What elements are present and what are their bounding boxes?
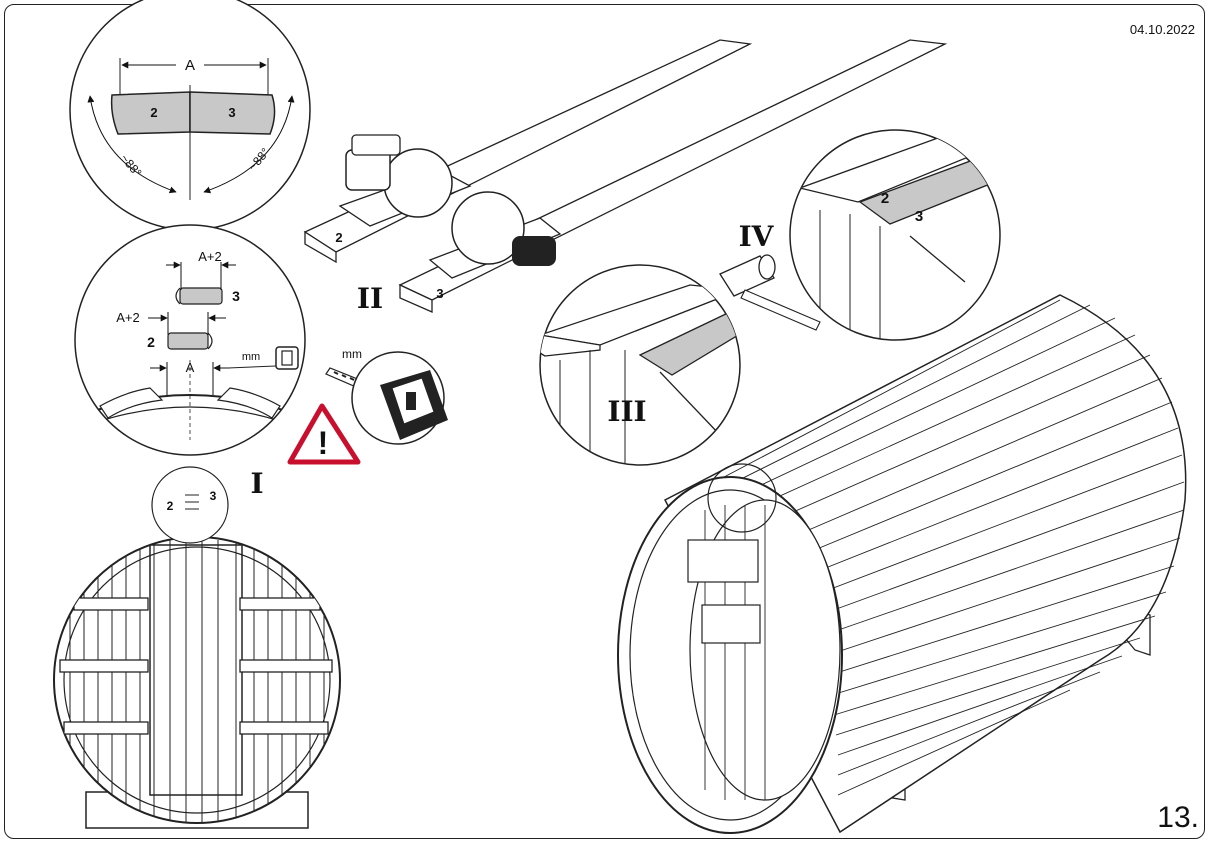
date-label: 04.10.2022	[1129, 22, 1195, 37]
dim-a-plus-2-top: A+2	[198, 249, 222, 264]
board-2-label: 2	[147, 334, 155, 350]
board-3-label: 3	[228, 105, 235, 120]
dim-a-label: A	[185, 57, 195, 74]
page-frame	[4, 4, 1205, 839]
barrel-front-view: 2 3	[53, 466, 341, 829]
step-number: 13.	[1157, 801, 1199, 834]
saw-board-3-label: 3	[436, 286, 443, 301]
board-2-label: 2	[150, 105, 157, 120]
detail-measure: A+2 A+2 A 3 2 mm	[74, 224, 306, 456]
barrel-perspective-view	[617, 294, 1187, 834]
detail-iii: III	[539, 264, 741, 466]
iv-board-2-label: 2	[881, 190, 889, 207]
dim-a-center: A	[186, 360, 195, 375]
step-iv-label: IV	[739, 220, 775, 253]
tape-measure-illustration: mm	[325, 347, 448, 445]
step-iii-label: III	[607, 395, 646, 428]
detail-angle-cut: A 2 3 ~88° ~88°	[69, 0, 311, 231]
front-board-3-label: 3	[210, 489, 217, 503]
step-ii-label: II	[357, 282, 383, 315]
dim-a-plus-2-left: A+2	[116, 310, 140, 325]
unit-mm-label: mm	[242, 351, 260, 363]
saw-cutting-illustration: 2 3	[303, 39, 948, 313]
step-i-label: I	[250, 467, 263, 500]
saw-board-2-label: 2	[335, 230, 342, 245]
warning-symbol: !	[318, 425, 329, 461]
board-3-label: 3	[232, 288, 240, 304]
warning-icon: !	[287, 403, 361, 465]
tape-unit-label: mm	[342, 347, 362, 361]
iv-board-3-label: 3	[915, 208, 923, 225]
front-board-2-label: 2	[167, 499, 174, 513]
dowel-pin-illustration	[719, 254, 821, 331]
detail-iv: 2 3	[789, 129, 1001, 341]
